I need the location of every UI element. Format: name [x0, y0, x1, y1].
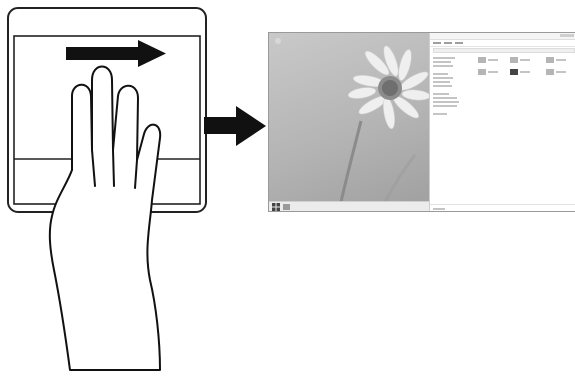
file-label [556, 59, 566, 61]
flower-icon [269, 33, 429, 211]
nav-item[interactable] [433, 77, 453, 79]
nav-item[interactable] [433, 101, 459, 103]
folder-icon[interactable] [510, 57, 518, 63]
nav-item[interactable] [433, 81, 450, 83]
folder-icon[interactable] [478, 69, 486, 75]
folder-icon[interactable] [546, 69, 554, 75]
file-label [520, 59, 530, 61]
file-list [476, 55, 574, 95]
file-label [520, 71, 530, 73]
explorer-titlebar [430, 33, 575, 40]
desktop-wallpaper [269, 33, 429, 211]
ribbon-tab[interactable] [433, 42, 441, 44]
file-explorer-window [429, 33, 575, 211]
ribbon-tab[interactable] [455, 42, 463, 44]
nav-item[interactable] [433, 97, 457, 99]
touchpad-gesture-illustration [0, 0, 260, 377]
nav-item[interactable] [433, 85, 452, 87]
file-label [556, 71, 566, 73]
nav-item[interactable] [433, 93, 449, 95]
nav-item[interactable] [433, 57, 455, 59]
address-bar[interactable] [433, 48, 575, 53]
folder-icon[interactable] [546, 57, 554, 63]
explorer-ribbon [430, 40, 575, 47]
navigation-pane [433, 55, 469, 117]
taskbar-explorer-icon[interactable] [283, 204, 290, 210]
windows-logo-icon[interactable] [272, 203, 280, 211]
status-bar [430, 204, 575, 212]
nav-item[interactable] [433, 105, 457, 107]
ribbon-tab[interactable] [444, 42, 452, 44]
nav-item[interactable] [433, 113, 447, 115]
transition-arrow-icon [204, 104, 268, 148]
status-text [433, 208, 445, 210]
nav-item[interactable] [433, 61, 451, 63]
window-controls[interactable] [560, 34, 574, 37]
nav-item[interactable] [433, 73, 448, 75]
screen-screenshot [268, 32, 575, 212]
file-label [488, 59, 498, 61]
file-label [488, 71, 498, 73]
folder-icon[interactable] [510, 69, 518, 75]
taskbar [269, 201, 429, 212]
nav-item[interactable] [433, 65, 453, 67]
folder-icon[interactable] [478, 57, 486, 63]
